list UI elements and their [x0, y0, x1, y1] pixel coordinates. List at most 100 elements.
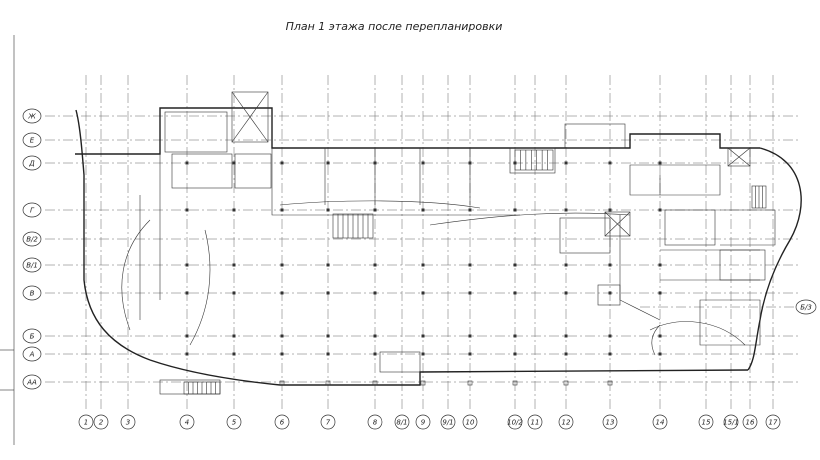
structural-column [280, 263, 284, 267]
row-axis-label: Е [30, 137, 35, 145]
structural-column [513, 291, 517, 295]
column-axis-bubble [507, 414, 523, 430]
structural-column [421, 208, 425, 212]
structural-column [421, 291, 425, 295]
structural-column [468, 263, 472, 267]
row-axis-label: В [30, 290, 35, 298]
row-axis-bubble [22, 374, 42, 390]
structural-columns [185, 161, 662, 386]
structural-column [185, 161, 189, 165]
structural-column [326, 352, 330, 356]
column-axis-label: 10 [466, 419, 475, 427]
column-axis-bubble [320, 414, 336, 430]
column-axis-label: 5 [232, 419, 237, 427]
structural-column [232, 291, 236, 295]
row-axis-label: Б/3 [800, 304, 812, 312]
column-axis-bubble [765, 414, 781, 430]
building-walls [75, 107, 802, 386]
drawing-title: План 1 этажа после перепланировки [286, 20, 503, 33]
structural-column [513, 263, 517, 267]
column-axis-label: 13 [606, 419, 615, 427]
structural-column [564, 291, 568, 295]
structural-column [280, 334, 284, 338]
structural-column [232, 352, 236, 356]
structural-column [421, 161, 425, 165]
column-axis-label: 9 [421, 419, 426, 427]
structural-column [468, 352, 472, 356]
column-axis-label: 15 [702, 419, 711, 427]
staircase [514, 149, 554, 171]
row-axis-bubble [22, 132, 42, 148]
structural-column [279, 380, 285, 386]
row-axis-bubble [22, 202, 42, 218]
structural-column [563, 380, 569, 386]
structural-column [512, 380, 518, 386]
structural-column [608, 291, 612, 295]
row-axis-bubble [22, 285, 42, 301]
structural-column [326, 334, 330, 338]
structural-column [658, 161, 662, 165]
structural-column [513, 161, 517, 165]
column-axis-bubble [462, 414, 478, 430]
structural-column [373, 208, 377, 212]
structural-column [421, 263, 425, 267]
column-axis-label: 15/1 [723, 419, 739, 427]
structural-column [185, 263, 189, 267]
column-axis-bubble [93, 414, 109, 430]
structural-column [373, 263, 377, 267]
structural-column [608, 208, 612, 212]
structural-column [564, 352, 568, 356]
row-axis-label: Б [30, 333, 35, 341]
column-axis-bubble [226, 414, 242, 430]
structural-column [185, 334, 189, 338]
structural-column [185, 291, 189, 295]
column-axis-label: 2 [99, 419, 104, 427]
column-axis-bubble [558, 414, 574, 430]
column-axis-label: 10/2 [507, 419, 523, 427]
column-axis-bubble [415, 414, 431, 430]
column-axis-bubble [742, 414, 758, 430]
structural-column [326, 161, 330, 165]
row-axis-bubble [795, 299, 817, 315]
structural-column [372, 380, 378, 386]
structural-column [607, 380, 613, 386]
structural-column [280, 208, 284, 212]
column-axis-bubble [179, 414, 195, 430]
column-axis-bubble [723, 414, 739, 430]
column-axis-bubble [602, 414, 618, 430]
row-axis-bubble [22, 328, 42, 344]
structural-column [185, 208, 189, 212]
column-axis-label: 7 [326, 419, 331, 427]
structural-column [326, 291, 330, 295]
structural-column [326, 263, 330, 267]
structural-column [373, 291, 377, 295]
column-axis-label: 4 [185, 419, 189, 427]
row-axis-label: А [29, 351, 35, 359]
column-axis-label: 1 [84, 419, 88, 427]
row-axis-bubble [22, 257, 42, 273]
structural-column [658, 334, 662, 338]
structural-column [326, 208, 330, 212]
row-axis-label: В/2 [26, 236, 38, 244]
sheet-frame [0, 35, 15, 445]
staircases [183, 149, 767, 395]
column-axis-bubble [698, 414, 714, 430]
column-axis-bubble [394, 414, 410, 430]
structural-column [280, 352, 284, 356]
structural-column [468, 208, 472, 212]
structural-column [608, 263, 612, 267]
structural-column [468, 291, 472, 295]
column-axis-bubble [120, 414, 136, 430]
structural-column [658, 263, 662, 267]
structural-column [564, 208, 568, 212]
structural-column [658, 208, 662, 212]
structural-column [373, 352, 377, 356]
structural-column [185, 352, 189, 356]
structural-column [658, 352, 662, 356]
column-axis-label: 16 [746, 419, 755, 427]
row-axis-label: АА [26, 379, 37, 387]
structural-column [280, 291, 284, 295]
structural-column [468, 161, 472, 165]
structural-column [513, 352, 517, 356]
structural-column [421, 352, 425, 356]
